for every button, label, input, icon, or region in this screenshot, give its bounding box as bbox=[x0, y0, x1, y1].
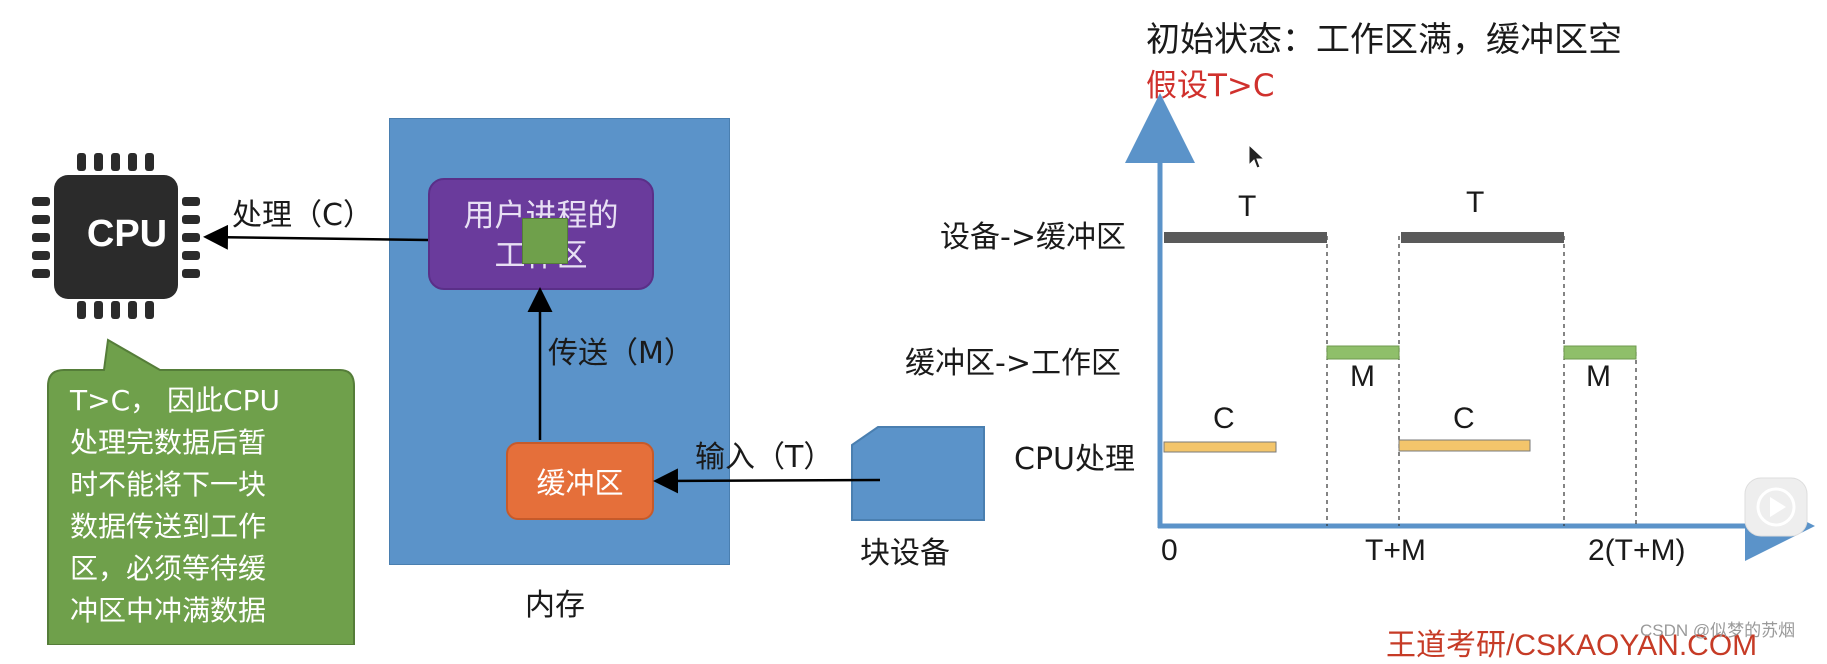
x-tick-2t-plus-m: 2(T+M) bbox=[1588, 534, 1686, 567]
cpu-chip-icon bbox=[32, 153, 200, 319]
cpu-segment bbox=[1163, 441, 1277, 453]
segment-label-c: C bbox=[1453, 402, 1475, 435]
block-device-label: 块设备 bbox=[860, 536, 950, 571]
transfer-segment bbox=[1563, 345, 1637, 360]
segment-label-m: M bbox=[1350, 360, 1375, 393]
user-work-area: 用户进程的 工作区 bbox=[428, 178, 654, 290]
segment-label-t: T bbox=[1466, 186, 1485, 219]
data-block bbox=[522, 218, 568, 264]
segment-label-c: C bbox=[1213, 402, 1235, 435]
row-label-cpu: CPU处理 bbox=[1014, 442, 1135, 477]
initial-state-text: 初始状态：工作区满，缓冲区空 bbox=[1146, 20, 1622, 60]
mouse-cursor-icon bbox=[1248, 144, 1266, 169]
process-arrow bbox=[203, 224, 429, 250]
block-device-icon bbox=[851, 426, 985, 521]
timeline-diagram bbox=[1125, 93, 1815, 561]
memory-label: 内存 bbox=[525, 588, 585, 623]
device-segment bbox=[1164, 232, 1327, 243]
device-segment bbox=[1401, 232, 1564, 243]
row-label-transfer: 缓冲区->工作区 bbox=[905, 346, 1121, 381]
buffer-box: 缓冲区 bbox=[506, 442, 654, 520]
x-tick-t-plus-m: T+M bbox=[1365, 534, 1426, 567]
input-arrow bbox=[653, 468, 881, 494]
transfer-label: 传送（M） bbox=[548, 336, 694, 371]
callout-text: T>C， 因此CPU 处理完数据后暂 时不能将下一块 数据传送到工作 区，必须等… bbox=[70, 384, 280, 627]
segment-label-m: M bbox=[1586, 360, 1611, 393]
play-icon[interactable] bbox=[1742, 475, 1812, 541]
segment-label-t: T bbox=[1238, 190, 1257, 223]
input-label: 输入（T） bbox=[695, 440, 834, 475]
cpu-segment bbox=[1398, 439, 1531, 452]
process-label: 处理（C） bbox=[232, 198, 373, 233]
row-label-device: 设备->缓冲区 bbox=[940, 220, 1126, 255]
transfer-segment bbox=[1326, 345, 1400, 360]
callout-bubble bbox=[47, 338, 355, 645]
x-tick-0: 0 bbox=[1161, 534, 1178, 567]
watermark-text: CSDN @似梦的苏烟 bbox=[1640, 621, 1796, 640]
cpu-chip-label: CPU bbox=[86, 213, 168, 255]
flow-arrows bbox=[203, 224, 881, 494]
